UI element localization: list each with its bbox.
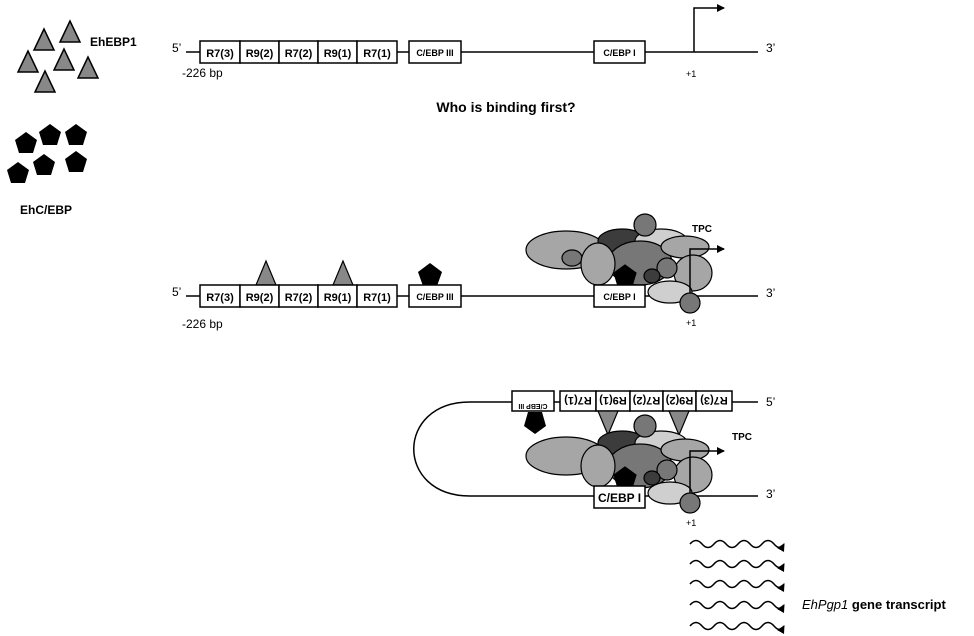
repeat-label: R9(2) (246, 48, 274, 60)
repeat-box (356, 40, 398, 64)
cebp-iii-flipped-label: C/EBP III (518, 402, 547, 409)
repeat-flipped-label: R9(2) (665, 394, 693, 406)
cebp-i-label: C/EBP I (598, 491, 641, 505)
cebp-pentagon-icon (65, 124, 87, 145)
repeat-label: R9(1) (324, 48, 352, 60)
repeat-flipped-label: R7(2) (632, 394, 660, 406)
cebp-pentagon-icon (65, 151, 87, 172)
position-label: -226 bp (182, 66, 223, 80)
repeat-box (356, 284, 398, 308)
repeat-label: R7(2) (285, 48, 313, 60)
tpc-subunit (633, 414, 657, 438)
cebp-iii-box (408, 284, 462, 308)
cebp-i-label: C/EBP I (603, 48, 635, 58)
three-prime-label: 3’ (766, 41, 775, 55)
tpc-subunit (660, 235, 710, 259)
repeat-box (695, 390, 733, 412)
cebp-pentagon-icon (15, 132, 37, 153)
three-prime-label: 3’ (766, 487, 775, 501)
five-prime-label: 5’ (172, 285, 181, 299)
five-prime-label: 5’ (172, 41, 181, 55)
mrna-wave (689, 621, 785, 635)
tss-arrow (689, 447, 725, 496)
repeat-flipped-label: R7(3) (700, 394, 728, 406)
tpc-subunit (660, 438, 710, 462)
tpc-subunit (580, 242, 616, 286)
repeat-label: R7(3) (206, 48, 234, 60)
ebp1-triangle-icon (76, 55, 100, 79)
tpc-subunit (656, 257, 678, 279)
ebp1-triangle-icon (16, 49, 40, 73)
ebp1-bound-triangle (255, 259, 277, 286)
tpc-subunit (679, 292, 701, 314)
ebp1-bound-triangle (332, 259, 354, 286)
five-prime-label: 5’ (766, 395, 775, 409)
mrna-wave (689, 600, 785, 614)
dna-loop (413, 401, 758, 497)
ebp1-triangle-icon (58, 19, 82, 43)
tss-label: +1 (686, 518, 696, 528)
tss-label: +1 (686, 69, 696, 79)
promoter-panel-1: 5’ 3’ R7(3) R9(2) R7(2) R9(1) R7(1) C/EB… (172, 4, 775, 80)
repeat-label: R7(1) (363, 48, 391, 60)
repeat-label: R9(1) (324, 292, 352, 304)
tpc-subunit (580, 444, 616, 488)
tss-arrow (689, 245, 725, 296)
mrna-wave (689, 559, 785, 573)
gene-name: EhPgp1 (802, 597, 848, 612)
promoter-panel-3: 5’ 3’ C/EBP III R7(1) R9(1) R7(2) R9(2) … (413, 390, 775, 528)
tpc-subunit (643, 470, 661, 486)
transcripts: EhPgp1 gene transcript (689, 539, 946, 635)
tpc-subunit (643, 268, 661, 284)
promoter-panel-2: 5’ 3’ R7(3) R9(2) R7(2) R9(1) R7(1) C/EB… (172, 213, 775, 331)
legend-cebp: EhC/EBP (7, 124, 87, 217)
ebp1-triangle-icon (33, 69, 57, 93)
three-prime-label: 3’ (766, 286, 775, 300)
tpc-subunit (679, 492, 701, 514)
tpc-label: TPC (732, 432, 752, 443)
ebp1-bound-triangle (668, 410, 690, 437)
tss-label: +1 (686, 318, 696, 328)
legend-ebp1: EhEBP1 (16, 19, 137, 93)
mrna-wave (689, 539, 785, 553)
cebp-iii-box (408, 40, 462, 64)
cebp-i-box (593, 284, 646, 308)
cebp-iii-label: C/EBP III (416, 292, 453, 302)
cebp-pentagon-icon (39, 124, 61, 145)
mrna-wave (689, 579, 785, 593)
cebp-pentagon-icon (33, 154, 55, 175)
transcript-suffix: gene transcript (848, 597, 946, 612)
ebp1-bound-triangle (597, 410, 619, 437)
cebp-iii-label: C/EBP III (416, 48, 453, 58)
cebp-bound-pentagon (524, 412, 546, 434)
repeat-flipped-label: R7(1) (564, 394, 592, 406)
tpc-subunit (561, 249, 583, 267)
cebp-i-box (593, 40, 646, 64)
cebp-pentagon-icon (7, 162, 29, 183)
repeat-label: R7(1) (363, 292, 391, 304)
ebp1-triangle-icon (32, 27, 56, 51)
ebp1-legend-label: EhEBP1 (90, 35, 137, 49)
position-label: -226 bp (182, 317, 223, 331)
tss-arrow (693, 4, 725, 52)
repeat-label: R9(2) (246, 292, 274, 304)
question-text: Who is binding first? (436, 99, 575, 115)
cebp-iii-box (511, 390, 555, 412)
tpc-label: TPC (692, 224, 712, 235)
cebp-bound-pentagon (418, 263, 442, 286)
ebp1-triangle-icon (52, 47, 76, 71)
tpc-complex (525, 213, 713, 304)
transcript-label: EhPgp1 gene transcript (802, 597, 946, 612)
tpc-subunit (656, 459, 678, 481)
cebp-i-label: C/EBP I (603, 292, 635, 302)
cebp-legend-label: EhC/EBP (20, 203, 72, 217)
tpc-subunit (633, 213, 657, 237)
repeat-label: R7(2) (285, 292, 313, 304)
cebp-i-box (593, 485, 646, 509)
repeat-flipped-label: R9(1) (599, 394, 627, 406)
repeat-label: R7(3) (206, 292, 234, 304)
